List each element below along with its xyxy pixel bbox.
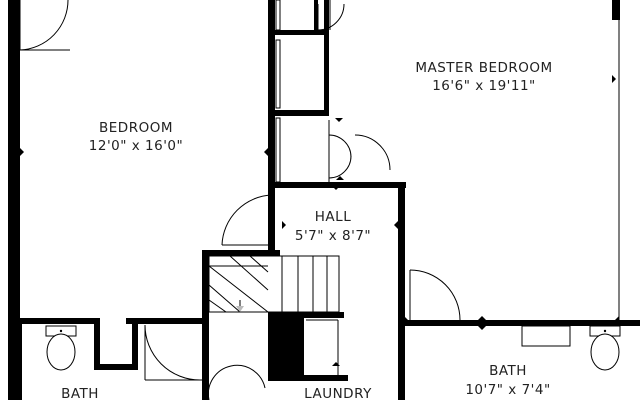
wall-bedroom-right: [268, 0, 275, 250]
wall-bath-left-jog-h: [94, 364, 138, 370]
stair-outline: [208, 255, 340, 313]
label-master-dims: 16'6" x 19'11": [432, 78, 536, 94]
wall-mid-post: [294, 312, 344, 318]
wall-master-right: [612, 0, 620, 20]
wall-stair-top: [202, 250, 280, 256]
wall-bedroom-bottom: [8, 318, 98, 324]
dimension-markers: [20, 75, 619, 366]
label-bath-left-name: BATH: [61, 386, 99, 400]
label-hall-name: HALL: [315, 209, 351, 225]
wall-bath-right-top: [398, 320, 640, 326]
room-labels: BEDROOM 12'0" x 16'0" MASTER BEDROOM 16'…: [61, 60, 552, 400]
wall-laundry-top: [268, 375, 348, 381]
staircase: [208, 255, 340, 313]
fixtures: [45, 20, 621, 371]
wall-closet1-post: [314, 0, 318, 32]
walls: [8, 0, 640, 400]
door-bedroom: [19, 0, 69, 51]
stair-arrow: [236, 306, 244, 312]
label-bedroom-dims: 12'0" x 16'0": [89, 138, 183, 154]
label-hall-dims: 5'7" x 8'7": [295, 228, 371, 244]
door-bath-right: [409, 269, 461, 321]
label-bedroom-name: BEDROOM: [99, 120, 173, 136]
door-bath-left: [144, 324, 201, 381]
wall-left-outer: [8, 0, 20, 330]
wall-bedroom-bottom-2: [126, 318, 208, 324]
wall-bath-left-jog-v1: [94, 318, 100, 370]
vanity: [521, 325, 571, 347]
doors: [19, 0, 461, 400]
closets: [275, 0, 281, 183]
wall-closet-h2: [268, 110, 329, 116]
wall-closet-h1: [268, 30, 329, 35]
wall-left-outer-lower: [8, 318, 22, 400]
wall-closet-right: [324, 0, 329, 115]
wall-hall-right: [398, 182, 405, 400]
door-hall-left: [221, 194, 273, 246]
label-master-name: MASTER BEDROOM: [415, 60, 552, 76]
toilet-right: [589, 325, 621, 371]
wall-hall-top: [268, 182, 406, 188]
label-bath-right-dims: 10'7" x 7'4": [465, 382, 550, 398]
wall-stair-left: [202, 250, 209, 400]
label-bath-right-name: BATH: [489, 363, 527, 379]
wall-chase-block: [268, 312, 304, 380]
wall-bath-left-jog-v2: [132, 318, 138, 370]
toilet-left: [45, 325, 77, 371]
label-laundry-name: LAUNDRY: [304, 386, 372, 400]
